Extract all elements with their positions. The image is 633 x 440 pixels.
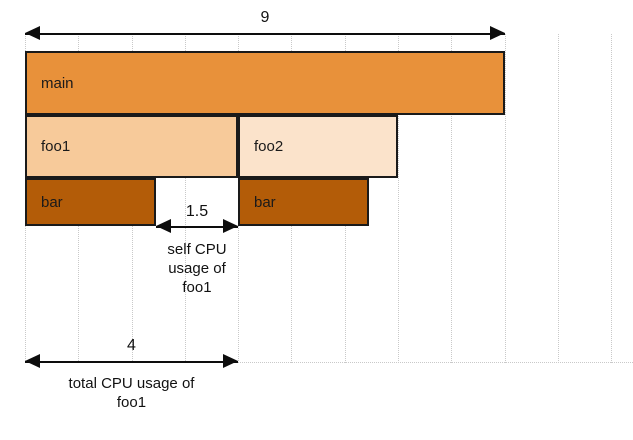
arrow-right-icon bbox=[490, 26, 505, 40]
arrow-right-icon bbox=[223, 219, 238, 233]
flame-frame-label: bar bbox=[254, 193, 276, 211]
flame-frame-label: bar bbox=[41, 193, 63, 211]
dimension-caption-line: foo1 bbox=[116, 394, 147, 412]
flame-frame-foo1[interactable]: foo1 bbox=[25, 115, 238, 178]
flame-frame-label: foo1 bbox=[41, 138, 71, 155]
arrow-right-icon bbox=[223, 354, 238, 368]
flame-frame-foo2[interactable]: foo2 bbox=[238, 115, 398, 178]
dimension-caption-line: foo1 bbox=[182, 279, 212, 297]
gridline-10 bbox=[558, 34, 559, 363]
dimension-value: 9 bbox=[260, 9, 270, 26]
dimension-caption-line: usage of bbox=[168, 260, 226, 278]
flame-frame-label: foo2 bbox=[254, 138, 284, 155]
dimension-line bbox=[25, 33, 505, 35]
dimension-caption: self CPU usage of foo1 bbox=[132, 240, 262, 298]
dimension-value: 1.5 bbox=[185, 203, 209, 220]
dimension-caption: total CPU usage of foo1 bbox=[11, 374, 252, 412]
gridline-9 bbox=[505, 34, 506, 363]
flame-frame-bar-1[interactable]: bar bbox=[25, 178, 156, 226]
arrow-left-icon bbox=[156, 219, 171, 233]
gridline-11 bbox=[611, 34, 612, 363]
flame-frame-bar-2[interactable]: bar bbox=[238, 178, 369, 226]
arrow-left-icon bbox=[25, 354, 40, 368]
dimension-caption-line: total CPU usage of bbox=[68, 375, 195, 392]
flame-frame-label: main bbox=[41, 74, 74, 92]
dimension-line bbox=[156, 226, 238, 228]
arrow-left-icon bbox=[25, 26, 40, 40]
dimension-value: 4 bbox=[127, 337, 136, 354]
dimension-line bbox=[25, 361, 238, 363]
flame-frame-main[interactable]: main bbox=[25, 51, 505, 115]
dimension-caption-line: self CPU bbox=[167, 241, 227, 258]
